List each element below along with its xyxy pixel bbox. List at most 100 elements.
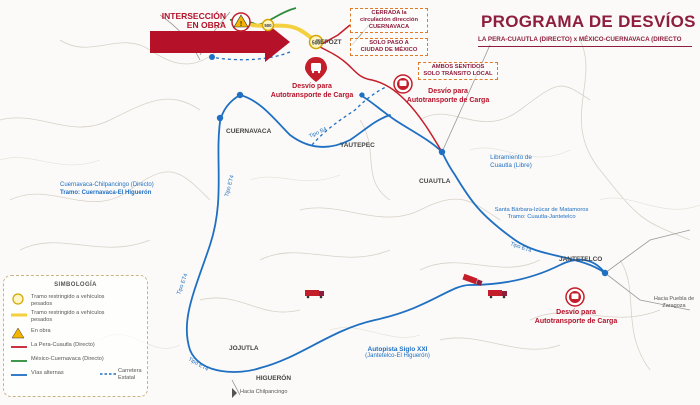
legend-item-label: Tramo restringido a vehículos pesados xyxy=(31,310,105,323)
legend-item-label: Carretera Estatal xyxy=(118,368,142,381)
route-label-line: Autopista Siglo XXI xyxy=(367,346,428,353)
green-line-icon xyxy=(11,360,27,362)
route-label-libramiento: Libramiento de Cuautla (Libre) xyxy=(481,154,541,169)
restriction-sign-icon xyxy=(12,293,24,305)
direction-label-chilpancingo: Hacia Chilpancingo xyxy=(240,389,288,395)
truck-icon xyxy=(488,290,507,299)
detour-marker-icon xyxy=(393,74,413,94)
route-type-label: Tipo ET4 xyxy=(224,175,236,198)
detour-label-line: Autotransporte de Carga xyxy=(406,96,490,104)
route-label-line: Cuautla (Libre) xyxy=(490,161,532,169)
legend-item-label: Tramo restringido a vehículos pesados xyxy=(31,294,105,307)
red-line-icon xyxy=(11,346,27,348)
notice-line: SOLO TRÁNSITO LOCAL xyxy=(423,71,493,77)
notice-line: AMBOS SENTIDOS xyxy=(431,64,485,70)
place-label-yautepec: YAUTEPEC xyxy=(340,142,375,149)
svg-text:500: 500 xyxy=(312,40,321,46)
blue-dashed-line-icon xyxy=(100,373,116,375)
legend-panel: SIMBOLOGÍA Tramo restringido a vehículos… xyxy=(3,275,148,397)
state-roads-dashed xyxy=(209,51,389,146)
terrain-contours xyxy=(0,39,691,371)
detour-marker-icon xyxy=(565,287,585,307)
legend-item: Tramo restringido a vehículos pesados xyxy=(9,293,144,307)
direction-label-line: Hacia Puebla de xyxy=(653,296,695,302)
detour-label-line: Autotransporte de Carga xyxy=(534,317,618,325)
yellow-line-icon xyxy=(11,313,27,317)
place-label-cuautla: CUAUTLA xyxy=(419,178,451,185)
detour-label-line: Desvío para xyxy=(556,309,596,316)
work-zone-arrow xyxy=(150,22,290,62)
direction-label-line: Zaragoza xyxy=(662,302,686,309)
truck-icon xyxy=(462,273,483,286)
detour-label: Desvío para Autotransporte de Carga xyxy=(524,309,628,326)
route-label-line: Libramiento de xyxy=(490,154,532,161)
detour-label-line: Desvío para xyxy=(428,88,468,95)
notice-both-ways: AMBOS SENTIDOS SOLO TRÁNSITO LOCAL xyxy=(418,62,498,80)
detour-label: Desvío para Autotransporte de Carga xyxy=(395,88,501,105)
place-label-cuernavaca: CUERNAVACA xyxy=(226,128,272,135)
route-cuautla-jantetelco xyxy=(441,151,606,274)
legend-item: México-Cuernavaca (Directo) xyxy=(9,355,144,367)
legend-item: En obra xyxy=(9,327,144,339)
route-type-label: Tipo B4 xyxy=(308,126,328,139)
route-nodes xyxy=(209,54,609,277)
truck-icon xyxy=(305,290,324,299)
notice-line: CIUDAD DE MÉXICO xyxy=(360,47,418,53)
legend-item-label-line: Carretera xyxy=(118,368,142,374)
route-label-line: Santa Bárbara-Izúcar de Matamoros xyxy=(494,207,589,213)
notice-only-mexico: SOLO PASO A CIUDAD DE MÉXICO xyxy=(350,38,428,56)
route-label-siglo-xxi: Autopista Siglo XXI (Jantetelco-El Higue… xyxy=(355,346,440,360)
route-type-label: Tipo ET4 xyxy=(187,357,209,373)
route-label-santa-barbara: Santa Bárbara-Izúcar de Matamoros Tramo:… xyxy=(484,207,599,221)
direction-label-puebla: Hacia Puebla de Zaragoza xyxy=(650,296,698,309)
work-zone-label-line: EN OBRA xyxy=(186,20,226,30)
route-label-line: Tramo: Cuernavaca-El Higuerón xyxy=(60,189,152,196)
title-divider xyxy=(478,46,692,47)
route-label-line: Tramo: Cuautla-Jantetelco xyxy=(507,214,576,220)
detour-label: Desvío para Autotransporte de Carga xyxy=(262,83,362,100)
warning-icon: ! xyxy=(231,12,251,32)
legend-item: Tramo restringido a vehículos pesados xyxy=(9,309,144,323)
direction-arrow-icon xyxy=(232,388,237,398)
legend-item-label: Vías alternas xyxy=(31,370,64,376)
legend-item: Vías alternas xyxy=(9,369,99,381)
notice-closed-direction: CERRADA la circulación dirección CUERNAV… xyxy=(350,8,428,33)
work-zone-label-line: INTERSECCIÓN xyxy=(161,11,226,21)
blue-line-icon xyxy=(11,374,27,376)
work-zone-label: INTERSECCIÓN EN OBRA xyxy=(158,12,226,30)
route-type-label: Tipo ET4 xyxy=(176,273,189,296)
legend-item-label: En obra xyxy=(31,328,51,334)
notice-line: CERRADA la xyxy=(371,10,407,16)
route-label-line: (Jantetelco-El Higuerón) xyxy=(365,353,430,359)
notice-line: SOLO PASO A xyxy=(369,40,409,46)
svg-text:!: ! xyxy=(240,21,242,28)
page-title: PROGRAMA DE DESVÍOS xyxy=(481,12,696,31)
detour-marker-icon xyxy=(305,57,327,82)
legend-title: SIMBOLOGÍA xyxy=(54,282,97,288)
alternate-routes xyxy=(185,94,606,373)
route-libramiento xyxy=(359,94,443,153)
route-cuernavaca-higueron xyxy=(185,94,261,373)
restriction-sign-500: 500 xyxy=(308,34,324,50)
route-la-pera-cuautla xyxy=(317,24,443,153)
legend-item: La Pera-Cuautla (Directo) xyxy=(9,341,144,353)
route-label-cuernavaca-chilpancingo: Cuernavaca-Chilpancingo (Directo) Tramo:… xyxy=(60,182,154,197)
detour-label-line: Desvío para xyxy=(292,83,332,90)
notice-line: circulación dirección xyxy=(360,17,418,23)
place-label-jantetelco: JANTETELCO xyxy=(559,256,603,263)
route-cuernavaca-yautepec xyxy=(239,94,391,148)
place-label-higueron: HIGUERÓN xyxy=(256,375,292,382)
svg-text:500: 500 xyxy=(264,23,272,28)
page-subtitle: LA PERA-CUAUTLA (DIRECTO) x MÉXICO-CUERN… xyxy=(478,36,682,43)
place-label-tepoztlan: TEPOZT xyxy=(316,39,342,46)
legend-item: Carretera Estatal xyxy=(99,368,144,382)
warning-icon xyxy=(11,327,25,339)
legend-item-label: México-Cuernavaca (Directo) xyxy=(31,356,104,362)
route-siglo-xxi xyxy=(259,258,606,369)
legend-item-label-line: Estatal xyxy=(118,374,136,381)
place-label-jojutla: JOJUTLA xyxy=(229,345,259,352)
detour-label-line: Autotransporte de Carga xyxy=(270,91,354,99)
restriction-sign-500-small: 500 xyxy=(261,18,275,32)
